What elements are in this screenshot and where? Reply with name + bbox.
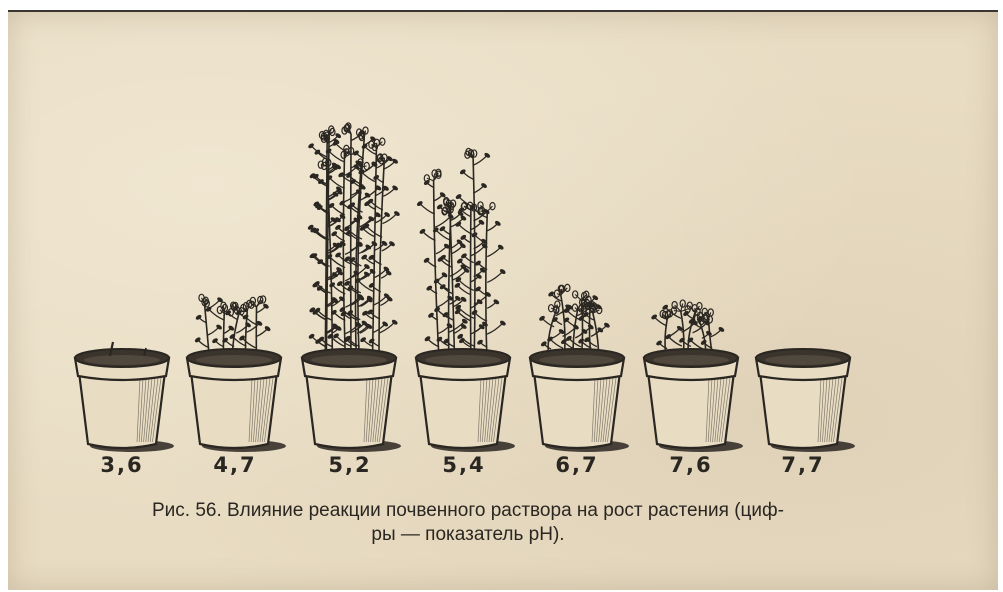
ph-label-6: 7,6 bbox=[651, 453, 731, 477]
pot-group-1 bbox=[75, 349, 174, 452]
caption-line-2: ры — показатель рН). bbox=[68, 523, 868, 547]
pot-group-6 bbox=[644, 300, 743, 452]
plant-pots-illustration bbox=[8, 12, 998, 492]
pot-group-3 bbox=[302, 123, 401, 452]
ph-label-2: 4,7 bbox=[195, 453, 275, 477]
book-page: 3,6 4,7 5,2 5,4 6,7 7,6 7,7 Рис. 56. Вли… bbox=[8, 10, 998, 590]
plant-3 bbox=[307, 123, 401, 364]
figure-caption: Рис. 56. Влияние реакции почвенного раст… bbox=[68, 499, 868, 547]
pot-group-4 bbox=[416, 148, 515, 452]
pot-group-7 bbox=[756, 349, 855, 452]
ph-label-1: 3,6 bbox=[82, 453, 162, 477]
plant-4 bbox=[416, 148, 507, 364]
ph-label-5: 6,7 bbox=[537, 453, 617, 477]
ph-label-3: 5,2 bbox=[310, 453, 390, 477]
pot-group-5 bbox=[530, 284, 629, 452]
pot-group-2 bbox=[187, 294, 286, 452]
ph-label-4: 5,4 bbox=[424, 453, 504, 477]
ph-label-7: 7,7 bbox=[763, 453, 843, 477]
caption-line-1: Рис. 56. Влияние реакции почвенного раст… bbox=[68, 499, 868, 523]
